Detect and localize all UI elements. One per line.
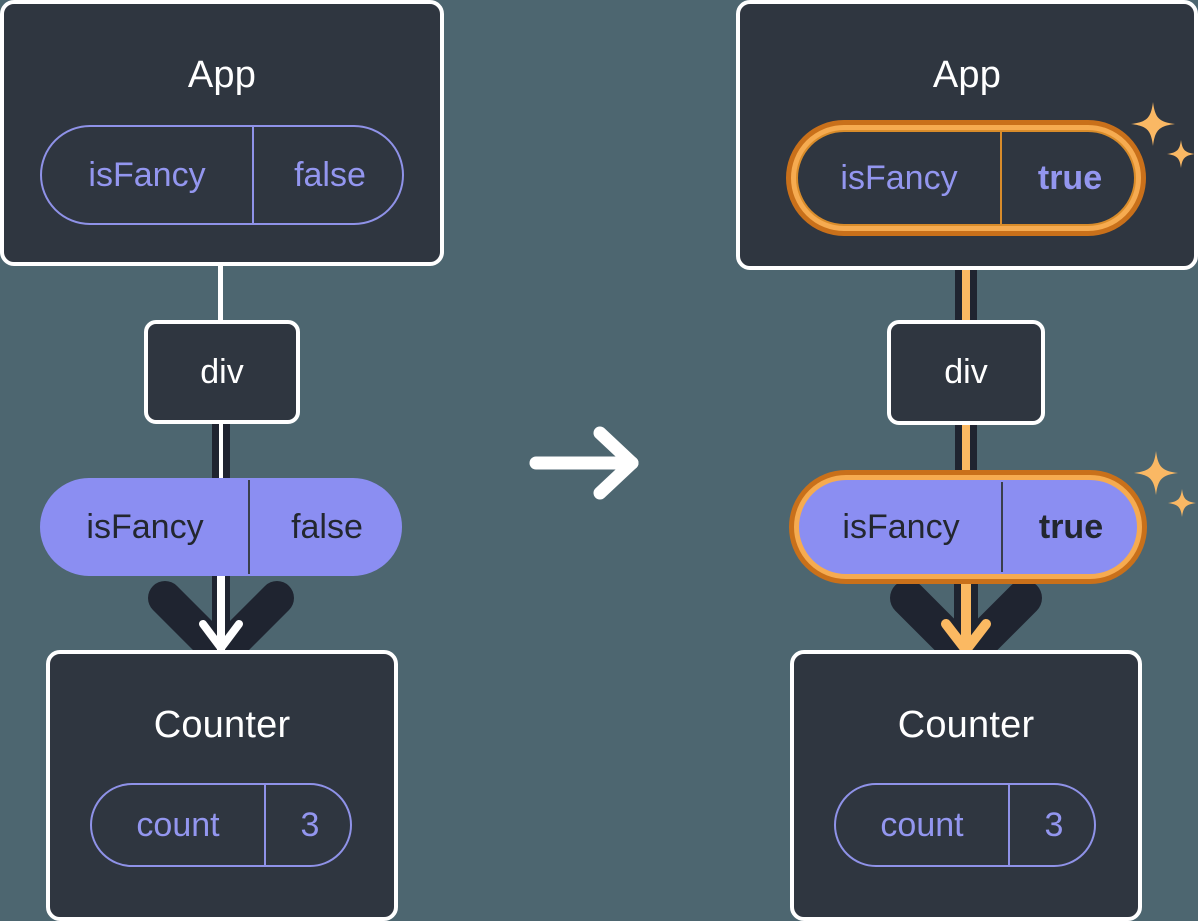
div-element-box-after: div [887,320,1045,425]
counter-state-pill-key-after: count [880,805,964,844]
sparkles-icon-prop-after [1134,451,1196,517]
counter-title-after: Counter [897,704,1035,746]
prop-pill-before[interactable]: isFancy false [40,478,402,576]
sparkles-icon-app-after [1131,102,1195,168]
app-state-pill-highlight-after[interactable]: isFancy true [786,120,1146,236]
app-state-pill-value-before: false [252,127,406,223]
prop-pill-after[interactable]: isFancy true [799,480,1137,574]
arrow-right-icon [529,426,639,500]
counter-state-pill-after[interactable]: count 3 [834,783,1096,867]
prop-pill-key-before: isFancy [86,507,204,546]
prop-pill-key-after: isFancy [842,507,960,546]
counter-state-pill-key-before: count [136,805,220,844]
app-title-before: App [187,54,257,96]
counter-state-pill-value-before: 3 [264,785,354,865]
app-state-pill-value-after: true [1000,132,1138,224]
prop-pill-value-before: false [248,480,404,574]
app-state-pill-after[interactable]: isFancy true [796,130,1136,226]
app-state-pill-before[interactable]: isFancy false [40,125,404,225]
div-element-label-after: div [944,353,988,391]
prop-pill-value-after: true [1001,482,1139,572]
counter-state-pill-value-after: 3 [1008,785,1098,865]
app-state-pill-key-before: isFancy [88,155,206,194]
div-element-box-before: div [144,320,300,424]
prop-pill-highlight-after[interactable]: isFancy true [789,470,1147,584]
connector-app-to-div-before [218,262,223,322]
counter-title-before: Counter [153,704,291,746]
div-element-label-before: div [200,352,244,391]
app-title-after: App [932,54,1002,96]
counter-state-pill-before[interactable]: count 3 [90,783,352,867]
app-state-pill-key-after: isFancy [840,158,958,197]
